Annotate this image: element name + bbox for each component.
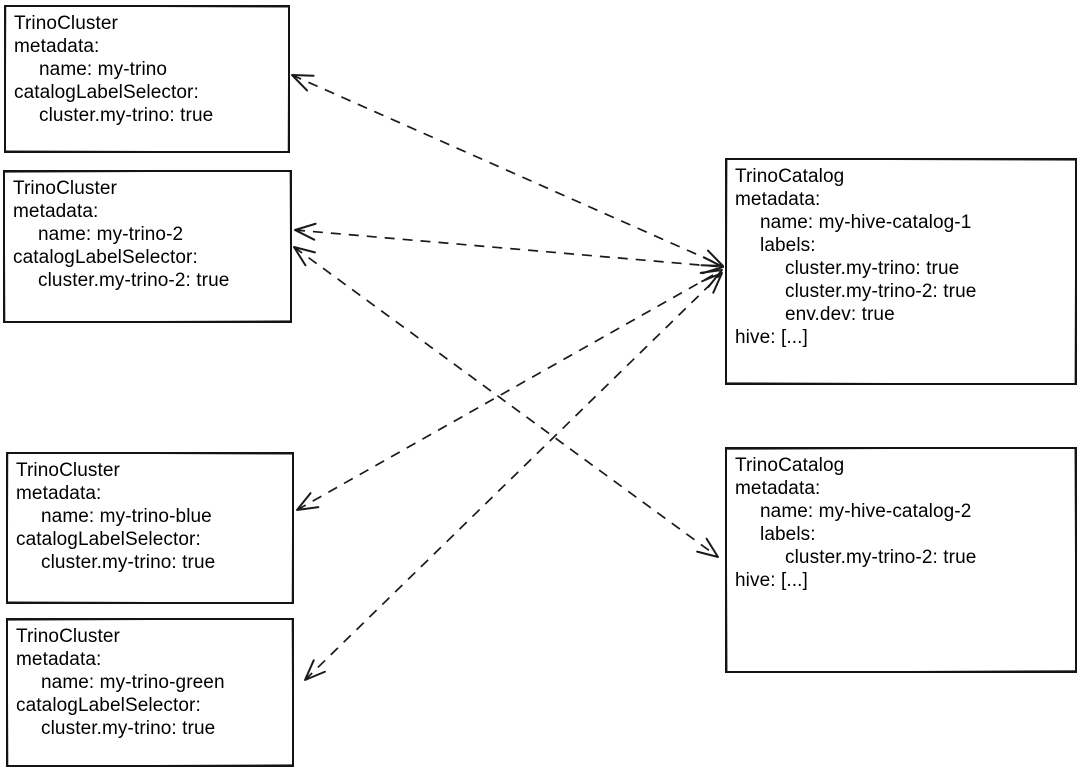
node-kind-label: TrinoCluster bbox=[16, 626, 120, 647]
node-line: cluster.my-trino: true bbox=[41, 552, 216, 573]
edge-catalog1-cluster-my-trino bbox=[291, 74, 724, 267]
node-line: name: my-hive-catalog-1 bbox=[760, 212, 972, 233]
node-line: hive: [...] bbox=[735, 327, 808, 348]
node-line: metadata: bbox=[13, 201, 99, 222]
node-kind-label: TrinoCatalog bbox=[735, 166, 845, 187]
node-line: labels: bbox=[760, 524, 816, 545]
node-line: metadata: bbox=[16, 649, 102, 670]
node-line: catalogLabelSelector: bbox=[13, 247, 198, 268]
node-trinocluster-my-trino-blue: TrinoCluster metadata: name: my-trino-bl… bbox=[6, 452, 294, 604]
node-line: metadata: bbox=[735, 478, 821, 499]
node-kind-label: TrinoCatalog bbox=[735, 455, 845, 476]
node-trinocatalog-my-hive-catalog-1: TrinoCatalog metadata: name: my-hive-cat… bbox=[725, 158, 1077, 385]
node-line: name: my-trino-green bbox=[41, 672, 225, 693]
node-line: metadata: bbox=[16, 483, 102, 504]
node-line: name: my-trino-blue bbox=[41, 506, 212, 527]
node-trinocluster-my-trino-green: TrinoCluster metadata: name: my-trino-gr… bbox=[6, 618, 294, 767]
node-trinocatalog-my-hive-catalog-2: TrinoCatalog metadata: name: my-hive-cat… bbox=[725, 447, 1077, 673]
node-kind-label: TrinoCluster bbox=[13, 178, 117, 199]
node-line: cluster.my-trino-2: true bbox=[785, 281, 977, 302]
node-line: catalogLabelSelector: bbox=[14, 82, 199, 103]
edge-catalog1-cluster-my-trino-2 bbox=[294, 222, 724, 275]
node-line: cluster.my-trino: true bbox=[41, 718, 216, 739]
edge-catalog1-cluster-my-trino-green bbox=[304, 272, 723, 681]
node-line: metadata: bbox=[14, 36, 100, 57]
node-line: catalogLabelSelector: bbox=[16, 529, 201, 550]
node-line: cluster.my-trino: true bbox=[39, 105, 214, 126]
node-trinocluster-my-trino-2: TrinoCluster metadata: name: my-trino-2 … bbox=[3, 170, 292, 323]
node-line: cluster.my-trino: true bbox=[785, 258, 960, 279]
node-line: name: my-trino-2 bbox=[38, 224, 184, 245]
node-trinocluster-my-trino: TrinoCluster metadata: name: my-trino ca… bbox=[4, 5, 290, 153]
node-line: env.dev: true bbox=[785, 304, 895, 325]
node-line: metadata: bbox=[735, 189, 821, 210]
edge-catalog2-cluster-my-trino-2 bbox=[293, 246, 719, 558]
node-line: cluster.my-trino-2: true bbox=[38, 270, 230, 291]
node-kind-label: TrinoCluster bbox=[14, 13, 118, 34]
node-line: name: my-trino bbox=[39, 59, 168, 80]
node-line: name: my-hive-catalog-2 bbox=[760, 501, 972, 522]
node-line: labels: bbox=[760, 235, 816, 256]
node-line: hive: [...] bbox=[735, 570, 808, 591]
node-line: catalogLabelSelector: bbox=[16, 695, 201, 716]
edge-catalog1-cluster-my-trino-blue bbox=[296, 269, 723, 511]
node-line: cluster.my-trino-2: true bbox=[785, 547, 977, 568]
node-kind-label: TrinoCluster bbox=[16, 460, 120, 481]
